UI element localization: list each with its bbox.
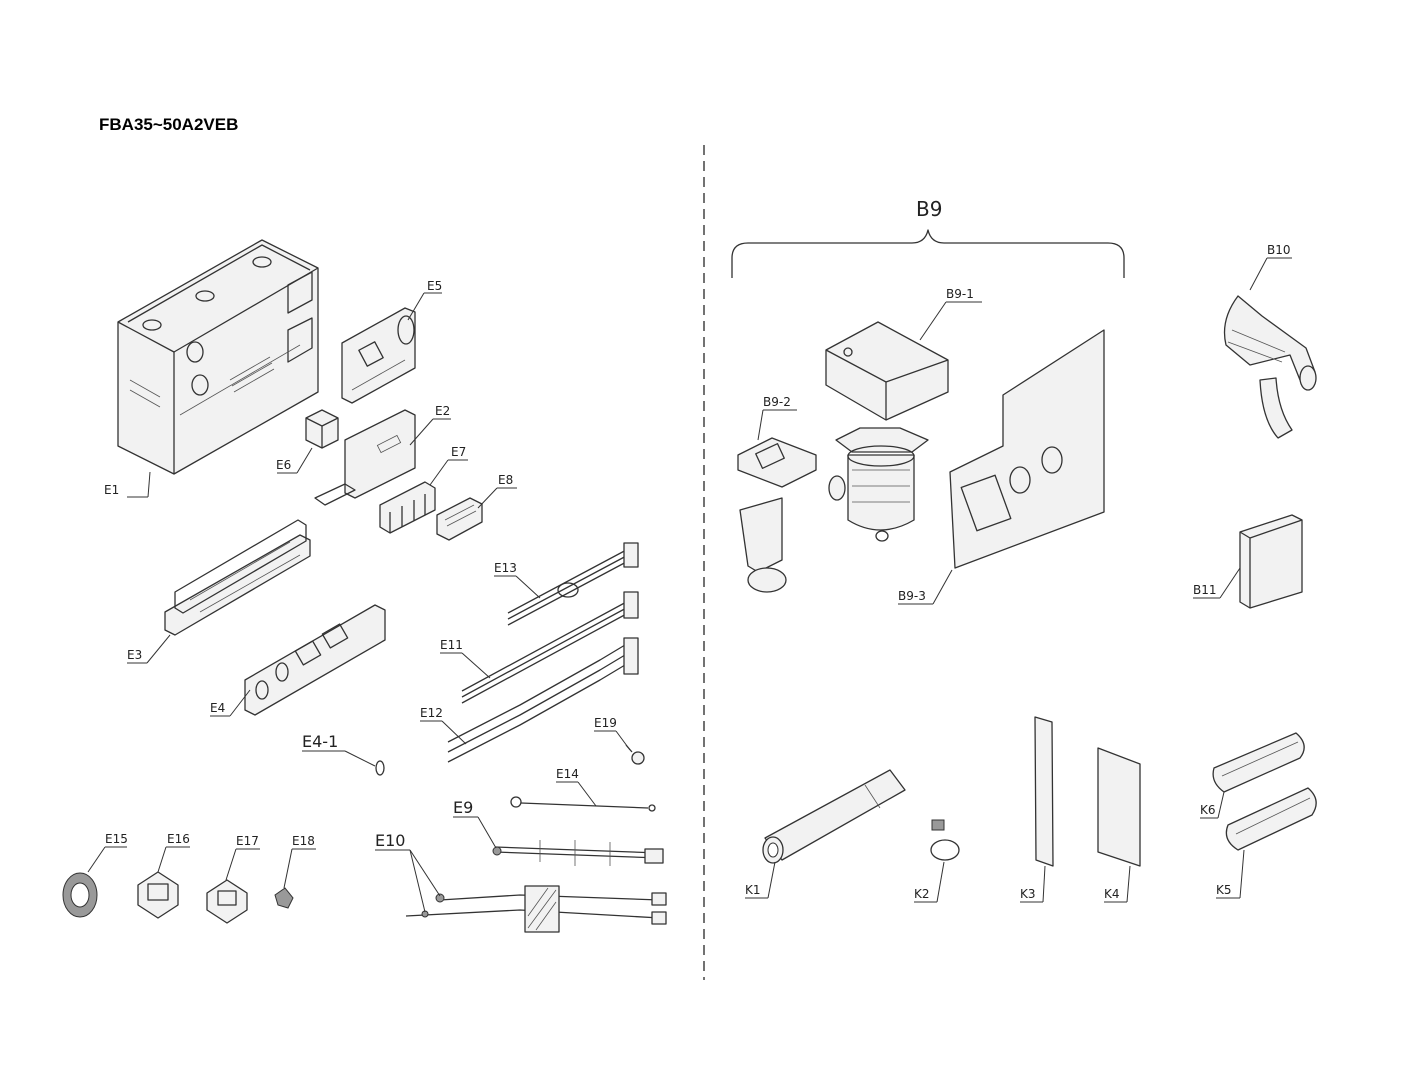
part-b9-drain-pump [828, 427, 929, 542]
part-e16-holder [137, 871, 179, 919]
part-e8-connector [436, 497, 483, 541]
part-e10-harness [405, 885, 667, 933]
part-b11-insulation-block [1239, 514, 1303, 609]
part-e5-pcb [341, 307, 416, 404]
part-e18-clamp [274, 887, 294, 909]
part-e9-harness [492, 840, 664, 866]
label-e13: E13 [494, 561, 517, 575]
part-e13-harness [507, 542, 639, 626]
label-k6: K6 [1200, 803, 1216, 817]
label-e15: E15 [105, 832, 128, 846]
part-e15-grommet [62, 872, 98, 918]
label-e4-1: E4-1 [302, 732, 338, 751]
label-k1: K1 [745, 883, 761, 897]
label-e16: E16 [167, 832, 190, 846]
part-e2-bracket [314, 409, 416, 506]
label-k3: K3 [1020, 887, 1036, 901]
label-b9-2: B9-2 [763, 395, 791, 409]
part-e4-pcb [244, 604, 386, 716]
diagram-title: FBA35~50A2VEB [99, 115, 239, 134]
part-e12-harness [447, 637, 639, 763]
label-e2: E2 [435, 404, 450, 418]
label-e17: E17 [236, 834, 259, 848]
part-k4-sealing-pad [1097, 747, 1141, 867]
label-b9-3: B9-3 [898, 589, 926, 603]
label-e3: E3 [127, 648, 142, 662]
part-e17-holder [206, 879, 248, 924]
part-e3-pcb-frame [164, 519, 311, 636]
label-e6: E6 [276, 458, 291, 472]
label-e18: E18 [292, 834, 315, 848]
part-e14-earth-wire [510, 796, 656, 812]
label-e10: E10 [375, 831, 405, 850]
part-k6-insulation-half [1212, 732, 1305, 793]
part-k2-hose-clamp [930, 819, 960, 861]
label-b10: B10 [1267, 243, 1291, 257]
part-e7-terminal-block [379, 481, 436, 534]
label-k4: K4 [1104, 887, 1120, 901]
label-b9-1: B9-1 [946, 287, 974, 301]
part-e1-control-box [117, 239, 319, 475]
label-k2: K2 [914, 887, 930, 901]
part-k5-insulation-half [1225, 787, 1317, 851]
part-e6-transformer [305, 409, 339, 449]
part-e4-1-clip [375, 760, 385, 776]
label-e11: E11 [440, 638, 463, 652]
label-e1: E1 [104, 483, 119, 497]
part-b9-2-float-switch [737, 437, 817, 593]
part-e11-harness [461, 591, 639, 704]
part-b10-drain-hose [1223, 295, 1317, 439]
label-e4: E4 [210, 701, 225, 715]
label-b9: B9 [916, 197, 942, 221]
part-b9-3-plate [949, 329, 1105, 569]
label-e5: E5 [427, 279, 442, 293]
label-b11: B11 [1193, 583, 1217, 597]
part-b9-1-bracket [825, 321, 949, 421]
label-e19: E19 [594, 716, 617, 730]
label-k5: K5 [1216, 883, 1232, 897]
b9-brace [731, 229, 1125, 278]
label-e12: E12 [420, 706, 443, 720]
label-e14: E14 [556, 767, 579, 781]
label-e8: E8 [498, 473, 513, 487]
part-k3-sealing-strip [1034, 716, 1054, 867]
label-e7: E7 [451, 445, 466, 459]
label-e9: E9 [453, 798, 473, 817]
part-k1-drain-pipe [762, 769, 906, 864]
